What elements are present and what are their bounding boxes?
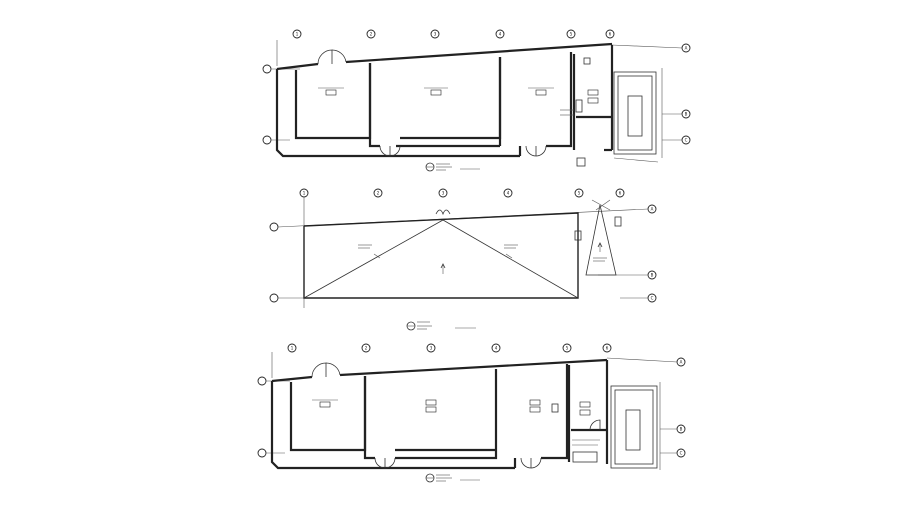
svg-text:A: A [680, 360, 683, 365]
svg-text:3: 3 [430, 346, 433, 351]
grid-label: 4 [499, 32, 502, 37]
svg-text:C: C [685, 138, 688, 143]
svg-text:1: 1 [291, 346, 294, 351]
svg-text:4: 4 [495, 346, 498, 351]
grid-bubbles-top-2: 1 2 3 4 5 6 [299, 188, 625, 198]
grid-bubbles-side-1: A B C [262, 43, 691, 145]
svg-text:B: B [651, 273, 654, 278]
plan-top: 1 2 3 4 5 6 A B C [262, 29, 691, 172]
grid-label: 1 [296, 32, 299, 37]
svg-text:C: C [651, 296, 654, 301]
svg-text:5: 5 [578, 191, 581, 196]
svg-text:A: A [651, 207, 654, 212]
plan-bottom: 1 2 3 4 5 6 A B C [257, 343, 686, 483]
svg-text:C: C [680, 451, 683, 456]
grid-bubbles-side-2: A B C [269, 204, 657, 303]
grid-label: 2 [370, 32, 373, 37]
plan-roof: 1 2 3 4 5 6 A B C [269, 188, 657, 331]
svg-text:1: 1 [303, 191, 306, 196]
svg-text:6: 6 [606, 346, 609, 351]
grid-bubbles-top-1: 1 2 3 4 5 6 [292, 29, 615, 39]
svg-text:3: 3 [442, 191, 445, 196]
svg-text:2: 2 [377, 191, 380, 196]
grid-label: 3 [434, 32, 437, 37]
svg-text:5: 5 [566, 346, 569, 351]
svg-text:6: 6 [619, 191, 622, 196]
grid-bubbles-top-3: 1 2 3 4 5 6 [287, 343, 612, 353]
svg-text:2: 2 [365, 346, 368, 351]
grid-label: 5 [570, 32, 573, 37]
svg-text:B: B [680, 427, 683, 432]
svg-text:B: B [685, 112, 688, 117]
svg-text:A: A [685, 46, 688, 51]
grid-bubbles-side-3: A B C [257, 357, 686, 458]
svg-text:4: 4 [507, 191, 510, 196]
grid-label: 6 [609, 32, 612, 37]
